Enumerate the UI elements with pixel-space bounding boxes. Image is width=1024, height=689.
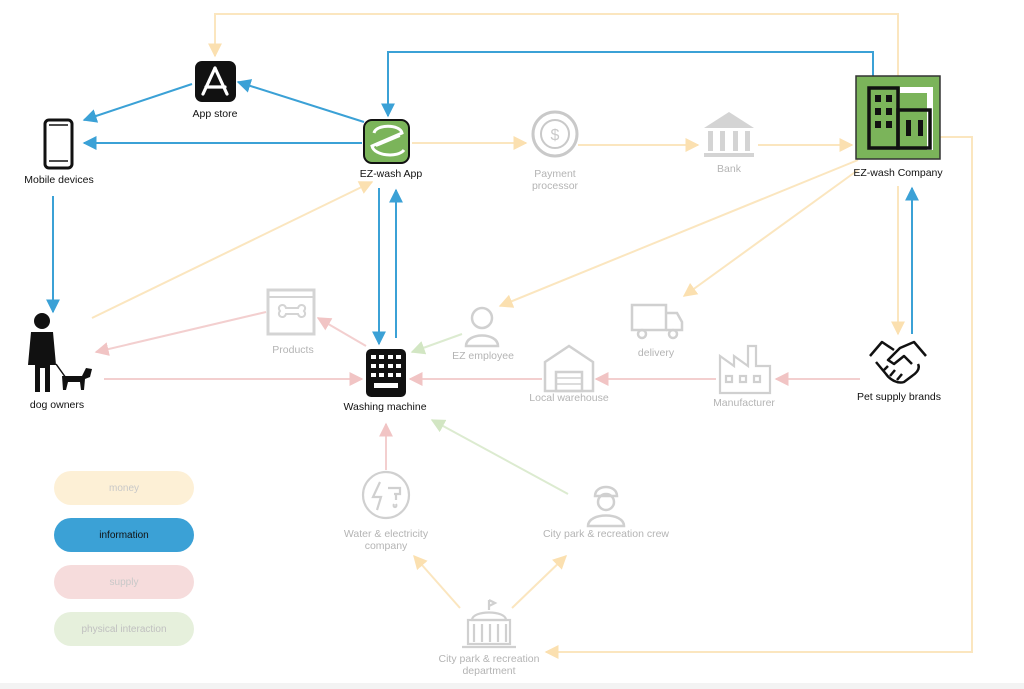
- washing-machine-label: Washing machine: [343, 401, 427, 413]
- edge-products-to-dogowners: [94, 311, 267, 356]
- water-electricity-icon: [361, 470, 411, 520]
- city-dept-label-1: City park & recreation: [438, 653, 540, 665]
- employee-icon: [464, 306, 500, 348]
- edge-company-to-appstore: [208, 13, 899, 76]
- payment-processor-icon: $: [531, 110, 579, 158]
- edge-employee-to-washer: [410, 333, 463, 355]
- legend-information: information: [54, 518, 194, 552]
- manufacturer-label: Manufacturer: [713, 397, 775, 409]
- edge-citydept-to-water: [413, 554, 461, 609]
- pet-supply-brands-label: Pet supply brands: [856, 391, 942, 403]
- edge-app-to-appstore: [236, 79, 365, 123]
- edge-company-to-delivery: [682, 169, 859, 297]
- bank-icon: [704, 112, 754, 157]
- water-electricity-label-1: Water & electricity: [343, 528, 429, 540]
- legend-money: money: [54, 471, 194, 505]
- edge-company-to-employee: [498, 159, 859, 308]
- products-label: Products: [272, 344, 314, 356]
- ez-employee-label: EZ employee: [452, 350, 514, 362]
- city-hall-icon: [462, 599, 516, 649]
- delivery-label: delivery: [637, 347, 675, 359]
- products-icon: [266, 288, 316, 336]
- edge-appstore-to-mobile: [82, 83, 193, 123]
- edge-washer-to-products: [316, 317, 367, 347]
- city-dept-label-2: department: [462, 665, 516, 677]
- local-warehouse-label: Local warehouse: [529, 392, 609, 404]
- svg-text:$: $: [551, 127, 560, 144]
- legend-physical-interaction: physical interaction: [54, 612, 194, 646]
- physical-edges: [410, 333, 569, 495]
- legend-supply: supply: [54, 565, 194, 599]
- bottom-edge: [0, 683, 1024, 689]
- money-edges: [91, 13, 973, 659]
- information-edges: [46, 51, 919, 346]
- bank-label: Bank: [717, 163, 741, 175]
- ezwash-app-icon: [363, 119, 410, 164]
- dog-owner-icon: [28, 313, 92, 392]
- ezwash-company-icon: [855, 75, 941, 160]
- edge-company-to-app: [381, 51, 874, 118]
- water-electricity-label-2: company: [364, 540, 408, 552]
- smartphone-icon: [43, 118, 74, 170]
- delivery-truck-icon: [630, 303, 684, 340]
- app-store-icon: [195, 61, 236, 102]
- edge-dogowners-to-app: [91, 181, 374, 319]
- app-store-label: App store: [192, 108, 238, 120]
- dog-owners-label: dog owners: [29, 399, 85, 411]
- handshake-icon: [869, 340, 927, 384]
- construction-worker-icon: [586, 485, 626, 528]
- mobile-devices-label: Mobile devices: [24, 174, 94, 186]
- edge-citydept-to-crew: [511, 555, 568, 609]
- edge-crew-to-washer: [430, 419, 569, 495]
- ezwash-company-label: EZ-wash Company: [853, 167, 943, 179]
- supply-edges: [94, 311, 860, 470]
- ezwash-app-label: EZ-wash App: [359, 168, 423, 180]
- payment-processor-label-2: processor: [531, 180, 579, 192]
- edge-company-to-citydept: [544, 136, 973, 659]
- city-crew-label: City park & recreation crew: [542, 528, 670, 540]
- washing-machine-icon: [366, 349, 406, 397]
- warehouse-icon: [543, 344, 595, 393]
- factory-icon: [718, 344, 772, 395]
- payment-processor-label-1: Payment: [534, 168, 576, 180]
